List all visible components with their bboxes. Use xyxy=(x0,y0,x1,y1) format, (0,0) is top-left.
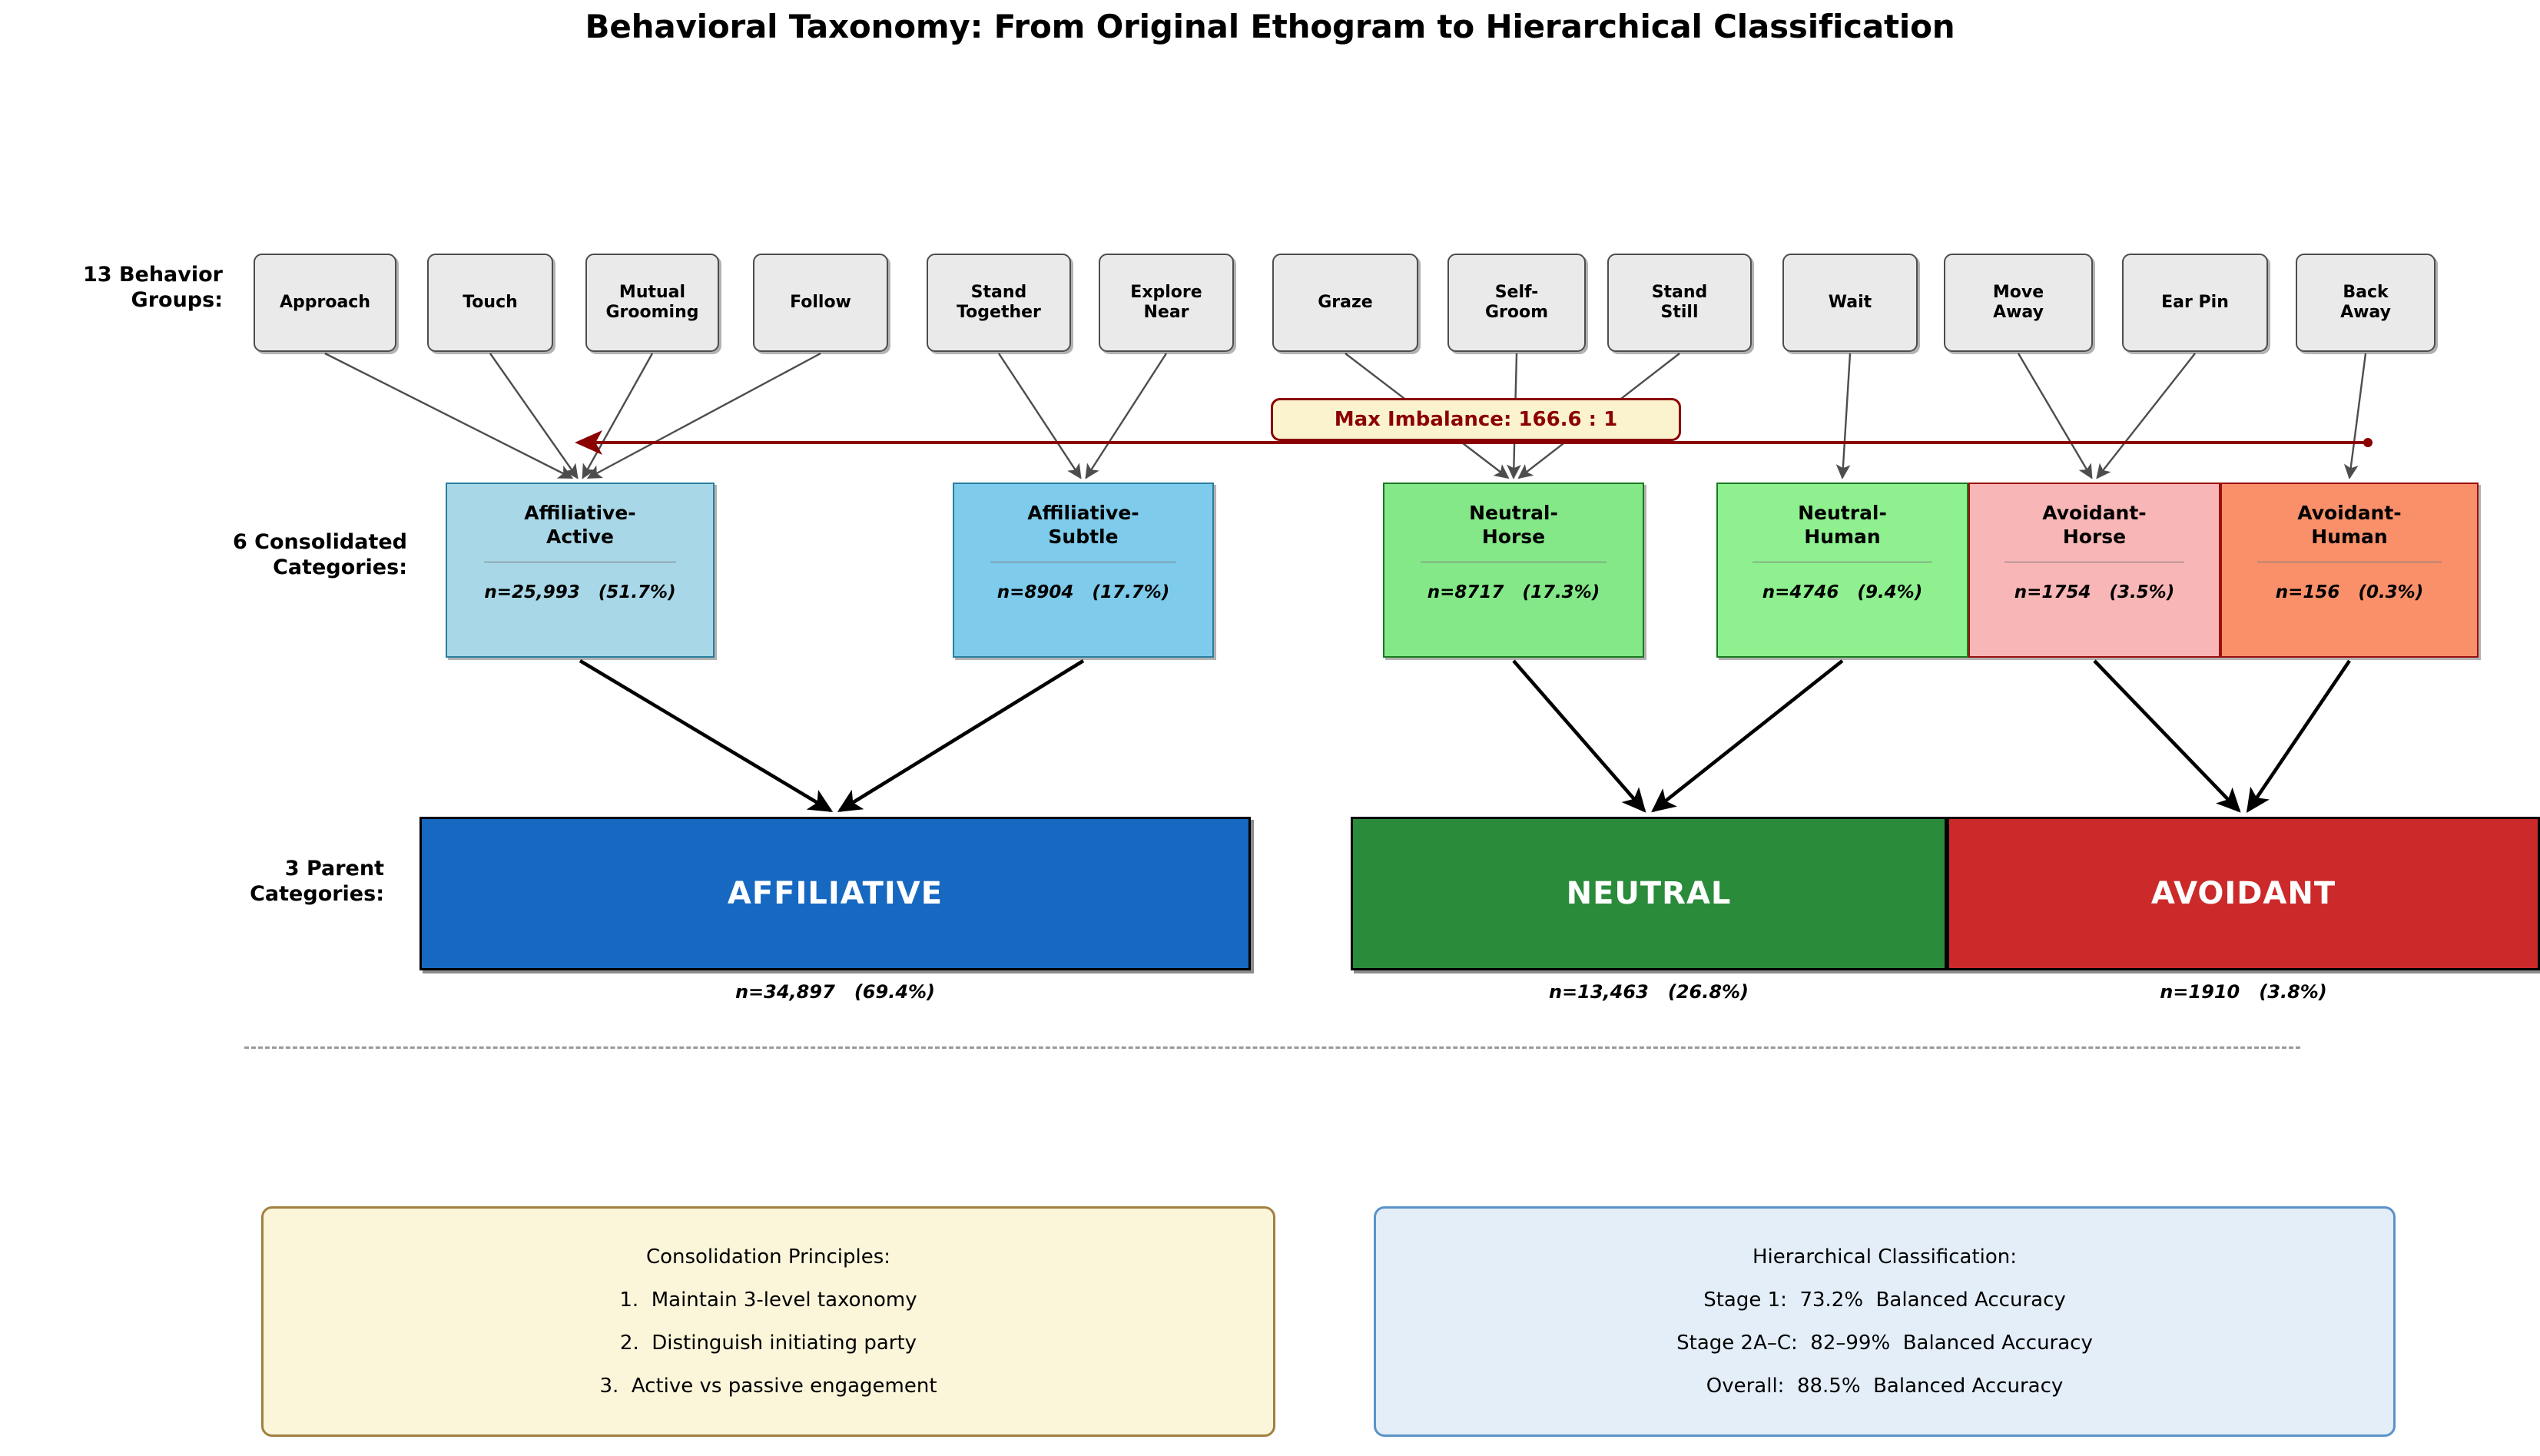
consolidated-category-box[interactable]: Affiliative- Subtle n=8904 (17.7%) xyxy=(953,483,1214,658)
parent-category-box[interactable]: AFFILIATIVE xyxy=(419,817,1251,970)
consolidated-category-stat: n=8904 (17.7%) xyxy=(996,582,1170,602)
consolidated-category-box[interactable]: Neutral- Human n=4746 (9.4%) xyxy=(1716,483,1968,658)
parent-category-box[interactable]: AVOIDANT xyxy=(1947,817,2540,970)
consolidated-category-stat: n=8717 (17.3%) xyxy=(1427,582,1600,602)
consolidated-category-box[interactable]: Affiliative- Active n=25,993 (51.7%) xyxy=(446,483,715,658)
row-label-parent-categories: 3 Parent Categories: xyxy=(250,857,384,906)
classification-heading: Hierarchical Classification: xyxy=(1752,1245,2018,1269)
consolidated-category-name: Neutral- Horse xyxy=(1469,502,1558,549)
parent-category-stat: n=1910 (3.8%) xyxy=(2160,981,2327,1003)
consolidated-category-name: Affiliative- Subtle xyxy=(1027,502,1139,549)
behavior-group-box[interactable]: Touch xyxy=(427,254,553,352)
behavior-group-box[interactable]: Mutual Grooming xyxy=(585,254,719,352)
hierarchical-classification-panel: Hierarchical Classification: Stage 1: 73.… xyxy=(1374,1206,2396,1437)
consolidated-category-stat: n=156 (0.3%) xyxy=(2275,582,2424,602)
consolidated-category-stat: n=1754 (3.5%) xyxy=(2014,582,2175,602)
behavior-group-box[interactable]: Follow xyxy=(753,254,888,352)
classification-item: Stage 1: 73.2% Balanced Accuracy xyxy=(1703,1289,2066,1312)
behavior-group-box[interactable]: Graze xyxy=(1272,254,1418,352)
classification-item: Overall: 88.5% Balanced Accuracy xyxy=(1706,1375,2064,1398)
consolidated-category-name: Affiliative- Active xyxy=(524,502,636,549)
behavior-group-box[interactable]: Back Away xyxy=(2296,254,2436,352)
behavior-group-box[interactable]: Explore Near xyxy=(1099,254,1234,352)
principle-heading: Consolidation Principles: xyxy=(645,1245,891,1269)
consolidated-category-name: Avoidant- Horse xyxy=(2042,502,2147,549)
parent-category-box[interactable]: NEUTRAL xyxy=(1351,817,1947,970)
consolidated-category-name: Avoidant- Human xyxy=(2297,502,2402,549)
page-title: Behavioral Taxonomy: From Original Ethog… xyxy=(585,8,1955,45)
behavior-group-box[interactable]: Stand Still xyxy=(1607,254,1752,352)
consolidated-category-box[interactable]: Avoidant- Human n=156 (0.3%) xyxy=(2220,483,2479,658)
consolidated-category-box[interactable]: Neutral- Horse n=8717 (17.3%) xyxy=(1383,483,1644,658)
row-label-consolidated-categories: 6 Consolidated Categories: xyxy=(233,530,407,579)
principle-item: 3. Active vs passive engagement xyxy=(599,1375,937,1398)
principle-item: 1. Maintain 3-level taxonomy xyxy=(619,1289,917,1312)
behavior-group-box[interactable]: Wait xyxy=(1782,254,1918,352)
consolidated-category-box[interactable]: Avoidant- Horse n=1754 (3.5%) xyxy=(1968,483,2220,658)
behavior-group-box[interactable]: Approach xyxy=(254,254,396,352)
max-imbalance-badge: Max Imbalance: 166.6 : 1 xyxy=(1271,398,1681,441)
row-label-behavior-groups: 13 Behavior Groups: xyxy=(82,263,223,312)
principle-item: 2. Distinguish initiating party xyxy=(619,1332,917,1355)
behavior-group-box[interactable]: Move Away xyxy=(1944,254,2093,352)
consolidation-principles-panel: Consolidation Principles: 1. Maintain 3-l… xyxy=(261,1206,1275,1437)
consolidated-category-name: Neutral- Human xyxy=(1798,502,1887,549)
behavior-group-box[interactable]: Self- Groom xyxy=(1447,254,1586,352)
behavior-group-box[interactable]: Stand Together xyxy=(927,254,1071,352)
section-divider xyxy=(244,1046,2300,1049)
behavior-group-box[interactable]: Ear Pin xyxy=(2122,254,2268,352)
consolidated-category-stat: n=25,993 (51.7%) xyxy=(484,582,676,602)
parent-category-stat: n=34,897 (69.4%) xyxy=(734,981,936,1003)
classification-item: Stage 2A–C: 82–99% Balanced Accuracy xyxy=(1676,1332,2093,1355)
parent-category-stat: n=13,463 (26.8%) xyxy=(1548,981,1749,1003)
consolidated-category-stat: n=4746 (9.4%) xyxy=(1762,582,1923,602)
